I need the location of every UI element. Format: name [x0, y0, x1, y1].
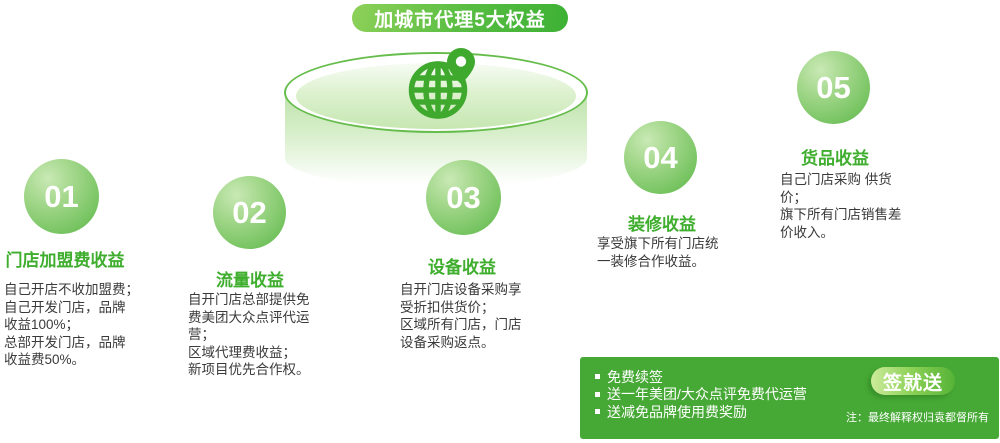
- promo-bullet-list: 免费续签 送一年美团/大众点评免费代运营 送减免品牌使用费奖励: [595, 368, 807, 421]
- promo-bullet-label: 免费续签: [607, 368, 663, 385]
- benefit-number: 03: [446, 179, 481, 215]
- benefit-description: 自开门店总部提供免 费美团大众点评代运 营； 区域代理费收益； 新项目优先合作权…: [188, 292, 310, 377]
- benefit-title: 门店加盟费收益: [5, 251, 125, 270]
- benefit-description: 自开门店设备采购享 受折扣供货价； 区域所有门店，门店 设备采购返点。: [400, 282, 522, 350]
- promo-badge-label: 签就送: [882, 372, 943, 394]
- page-title-pill: 加城市代理5大权益: [352, 4, 568, 32]
- benefit-number-circle: 01: [24, 159, 99, 234]
- benefit-title: 装修收益: [628, 215, 696, 234]
- benefit-title: 货品收益: [801, 149, 869, 168]
- benefit-number-circle: 02: [213, 176, 286, 249]
- bullet-square-icon: [595, 374, 600, 380]
- benefit-number: 01: [44, 178, 79, 214]
- benefit-description: 享受旗下所有门店统 一装修合作收益。: [597, 236, 719, 269]
- benefit-number-circle: 03: [426, 160, 501, 235]
- promo-bullet-item: 送一年美团/大众点评免费代运营: [595, 386, 807, 404]
- bullet-square-icon: [595, 409, 600, 415]
- globe-location-icon: [408, 48, 475, 119]
- benefit-title: 流量收益: [216, 271, 284, 290]
- bullet-square-icon: [595, 391, 600, 397]
- promo-box: 免费续签 送一年美团/大众点评免费代运营 送减免品牌使用费奖励 签就送 注：最终…: [580, 357, 999, 439]
- promo-bullet-label: 送减免品牌使用费奖励: [607, 403, 747, 420]
- promo-bullet-item: 免费续签: [595, 368, 807, 386]
- promo-bullet-label: 送一年美团/大众点评免费代运营: [607, 386, 807, 403]
- promo-note: 注：最终解释权归袁都督所有: [846, 412, 989, 424]
- benefit-description: 自己门店采购 供货 价； 旗下所有门店销售差 价收入。: [780, 172, 902, 240]
- promo-badge: 签就送: [871, 367, 955, 395]
- promo-bullet-item: 送减免品牌使用费奖励: [595, 403, 807, 421]
- benefit-number: 04: [643, 139, 678, 175]
- page-title: 加城市代理5大权益: [374, 9, 546, 31]
- benefit-number: 02: [232, 194, 267, 230]
- benefit-number-circle: 05: [797, 51, 870, 124]
- benefit-number-circle: 04: [624, 121, 697, 194]
- benefit-description: 自己开店不收加盟费； 自己开发门店，品牌 收益100%； 总部开发门店，品牌 收…: [4, 282, 139, 367]
- benefit-number: 05: [816, 69, 851, 105]
- benefit-title: 设备收益: [428, 258, 496, 277]
